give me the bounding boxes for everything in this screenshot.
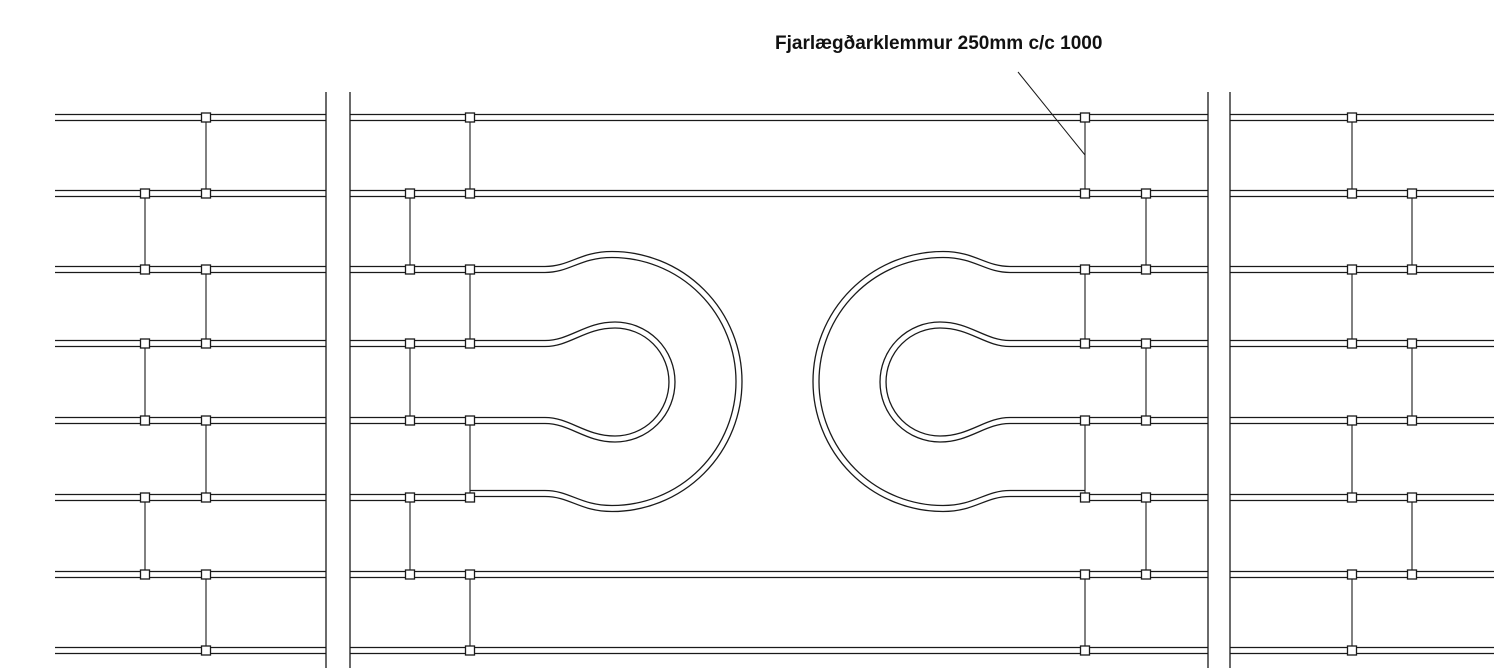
spacer-clip	[139, 492, 151, 503]
pipe-run	[55, 189, 326, 198]
spacer-clip	[200, 264, 212, 275]
pipe-run	[1230, 189, 1494, 198]
spacer-clip	[1079, 188, 1091, 199]
spacer-clip	[1079, 569, 1091, 580]
spacer-clip	[1346, 338, 1358, 349]
pipe-group-right-panel	[1230, 113, 1494, 655]
spacer-clip	[1079, 112, 1091, 123]
spacer-clip	[1346, 492, 1358, 503]
spacer-clip	[1079, 492, 1091, 503]
spacer-clip	[1079, 338, 1091, 349]
spacer-clip	[404, 264, 416, 275]
pipe-run	[55, 416, 326, 425]
spacer-clip	[1406, 569, 1418, 580]
pipe-run	[350, 570, 1208, 579]
spacer-clip	[1406, 338, 1418, 349]
spacer-clip	[139, 264, 151, 275]
spacer-clip	[1140, 338, 1152, 349]
spacer-clip	[1140, 569, 1152, 580]
pipe-run	[350, 113, 1208, 122]
pipe-run	[350, 189, 1208, 198]
spacer-clip	[464, 338, 476, 349]
spacer-clip	[1140, 492, 1152, 503]
pipe-run	[1230, 570, 1494, 579]
spacer-clip	[1406, 264, 1418, 275]
spacer-clip	[200, 415, 212, 426]
pipe-run	[55, 339, 326, 348]
spacer-clip	[464, 645, 476, 656]
wall-left	[325, 92, 351, 668]
spacer-clip	[200, 112, 212, 123]
pipe-run	[1230, 265, 1494, 274]
spacer-clip	[200, 188, 212, 199]
spacer-clip	[1346, 112, 1358, 123]
spacer-clip	[464, 492, 476, 503]
clip-links	[144, 117, 1413, 651]
spacer-clip	[1079, 415, 1091, 426]
pipe-run	[55, 646, 326, 655]
spacer-clip	[139, 188, 151, 199]
spacer-clip	[1406, 492, 1418, 503]
pipe-run	[55, 113, 326, 122]
spacer-clip	[139, 338, 151, 349]
spacer-clip	[139, 569, 151, 580]
pipe-run	[1230, 339, 1494, 348]
spacer-clip	[1140, 188, 1152, 199]
spacer-clip	[1079, 264, 1091, 275]
pipe-run	[1230, 493, 1494, 502]
spacer-clips	[139, 112, 1418, 656]
spacer-clip	[200, 338, 212, 349]
spacer-clip	[404, 188, 416, 199]
spacer-clip	[200, 492, 212, 503]
pipe-group-center-panel	[350, 113, 1208, 655]
pipe-run	[55, 265, 326, 274]
pipe-loop-left-outer	[470, 250, 743, 513]
spacer-clip	[1346, 645, 1358, 656]
spacer-clip	[1346, 415, 1358, 426]
pipe-run	[55, 570, 326, 579]
pipe-loop-right-outer	[812, 250, 1085, 513]
spacer-clip	[200, 645, 212, 656]
pipe-run	[1230, 113, 1494, 122]
spacer-clip	[464, 264, 476, 275]
pipe-run	[1230, 646, 1494, 655]
pipe-run	[1230, 416, 1494, 425]
spacer-clip	[464, 112, 476, 123]
spacer-clip	[404, 338, 416, 349]
spacer-clip	[1346, 188, 1358, 199]
annotation-leader-line	[1017, 71, 1086, 156]
spacer-clip	[464, 415, 476, 426]
spacer-clip	[1140, 415, 1152, 426]
pipe-loop-right-inner	[879, 321, 1085, 443]
spacer-clip	[1079, 645, 1091, 656]
spacer-clip	[139, 415, 151, 426]
spacer-clip	[464, 188, 476, 199]
spacer-clip	[1140, 264, 1152, 275]
spacer-clip	[1346, 264, 1358, 275]
spacer-clip	[1406, 188, 1418, 199]
spacer-clip	[404, 492, 416, 503]
pipe-group-left-panel	[55, 113, 326, 655]
spacer-clip	[200, 569, 212, 580]
spacer-clip	[404, 569, 416, 580]
pipe-run	[350, 646, 1208, 655]
spacer-clip	[1346, 569, 1358, 580]
spacer-clip	[404, 415, 416, 426]
annotation-label: Fjarlægðarklemmur 250mm c/c 1000	[775, 33, 1102, 54]
wall-right	[1207, 92, 1231, 668]
spacer-clip	[464, 569, 476, 580]
pipe-loop-left-inner	[470, 321, 676, 443]
spacer-clip	[1406, 415, 1418, 426]
pipe-run	[55, 493, 326, 502]
